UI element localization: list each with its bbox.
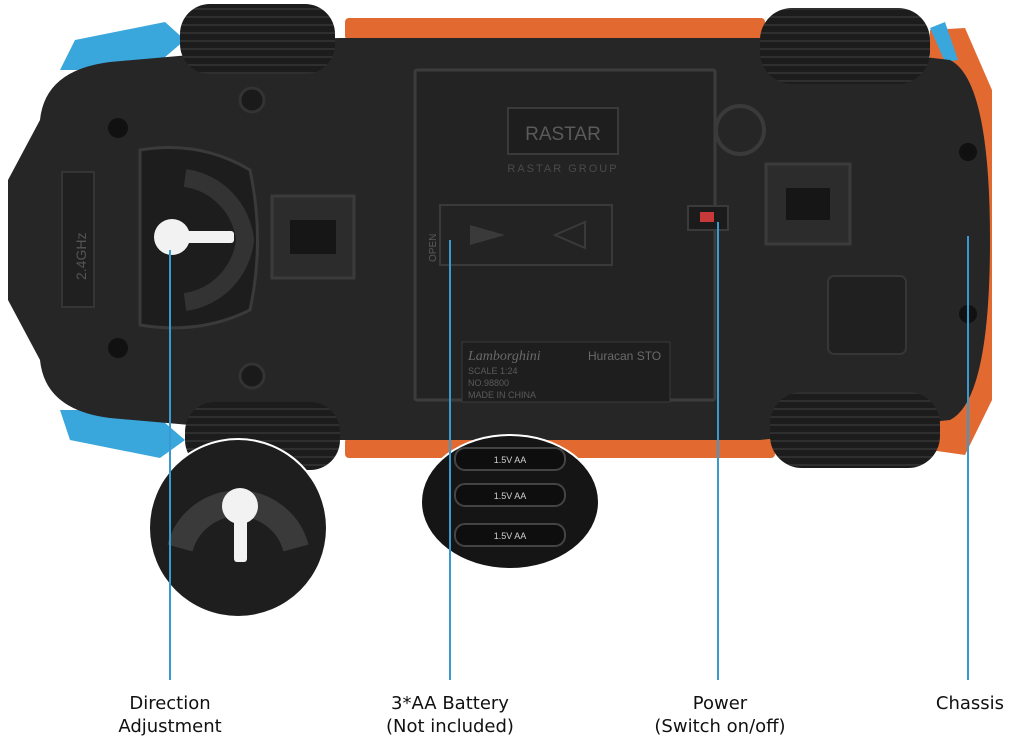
power-switch-toggle[interactable] — [700, 212, 714, 222]
direction-dial-scale — [183, 169, 255, 311]
body-shell-blue-bottom — [60, 410, 185, 458]
callout-power-line2: (Switch on/off) — [654, 716, 786, 737]
power-switch-guard — [714, 104, 766, 156]
mount-bracket-left-slot — [290, 220, 336, 254]
callout-direction-line2: Adjustment — [118, 716, 222, 737]
model-brand-text: Lamborghini — [467, 349, 541, 364]
brand-badge-text: RASTAR — [525, 124, 601, 145]
battery-cell — [454, 523, 566, 547]
callout-chassis-line1: Chassis — [935, 693, 1005, 714]
callout-direction-line1: Direction — [129, 693, 211, 714]
frequency-text: 2.4GHz — [73, 233, 89, 280]
model-origin-text: MADE IN CHINA — [468, 390, 536, 400]
battery-cell-label: 1.5V AA — [494, 491, 527, 501]
callout-power-line1: Power — [692, 693, 748, 714]
battery-cell — [454, 483, 566, 507]
callout-label-direction: Direction Adjustment — [90, 692, 250, 738]
model-plate — [461, 341, 671, 403]
callout-battery-line2: (Not included) — [386, 716, 514, 737]
open-arrow-icon — [470, 225, 505, 245]
screw-hole — [108, 338, 128, 358]
wheel-front-bottom — [770, 392, 940, 468]
mount-bracket-right-slot — [786, 188, 830, 220]
direction-inset-knob-lever — [234, 506, 247, 562]
model-name-text: Huracan STO — [588, 349, 661, 363]
body-shell-blue-top — [60, 22, 185, 70]
model-number-text: NO.98800 — [468, 378, 509, 388]
screw-hole — [238, 86, 266, 114]
body-shell-blue-right — [930, 22, 958, 62]
battery-cell — [454, 447, 566, 471]
model-scale-text: SCALE 1:24 — [468, 366, 518, 376]
callout-label-chassis: Chassis — [900, 692, 1024, 715]
frequency-panel — [61, 171, 95, 308]
battery-latch-frame — [439, 204, 613, 266]
battery-cell-label: 1.5V AA — [494, 531, 527, 541]
callout-battery-line1: 3*AA Battery — [391, 693, 509, 714]
brand-badge-frame — [507, 107, 619, 155]
screw-hole — [108, 118, 128, 138]
battery-cell-label: 1.5V AA — [494, 455, 527, 465]
open-arrow-icon — [552, 220, 586, 250]
open-mark-text: OPEN — [428, 234, 439, 262]
front-bumper-block — [827, 275, 907, 355]
body-shell-orange-top — [345, 18, 765, 40]
callout-label-battery: 3*AA Battery (Not included) — [360, 692, 540, 738]
brand-group-text: RASTAR GROUP — [507, 163, 618, 175]
callout-label-power: Power (Switch on/off) — [630, 692, 810, 738]
wheel-rear-top — [180, 4, 335, 74]
screw-hole — [959, 143, 977, 161]
screw-hole — [238, 362, 266, 390]
wheel-front-top — [760, 8, 930, 84]
direction-knob-lever[interactable] — [172, 231, 234, 243]
